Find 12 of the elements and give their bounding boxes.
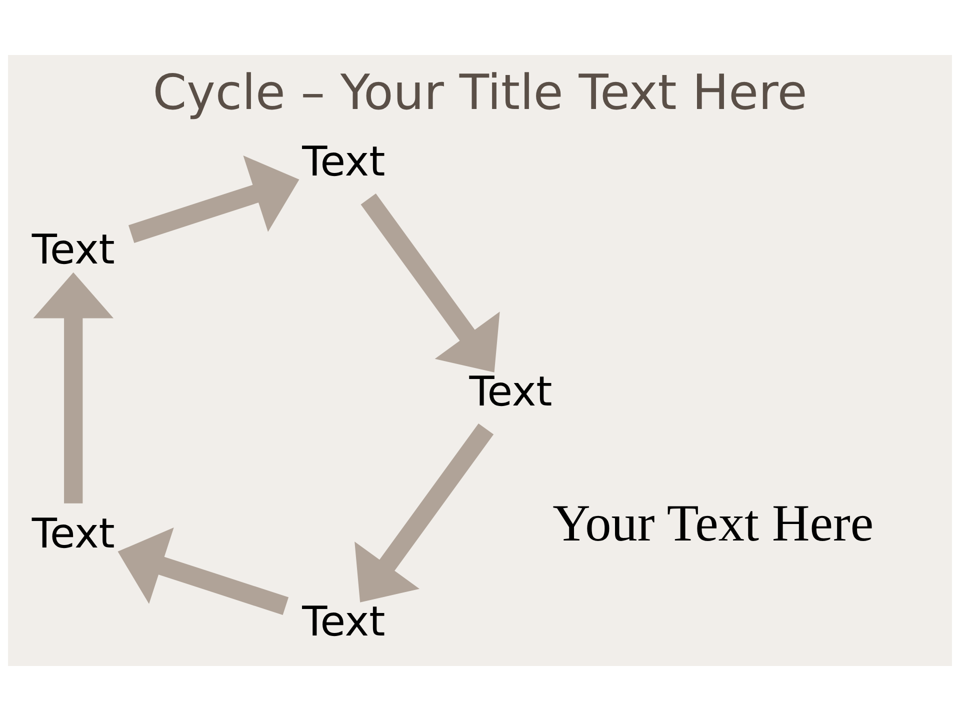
node-text: Text (302, 596, 386, 645)
node-text: Text (469, 366, 552, 415)
arrow (354, 422, 494, 602)
node-text: Text (32, 224, 115, 273)
arrow (118, 527, 289, 614)
diagram-title: Cycle – Your Title Text Here (152, 64, 808, 120)
arrow (360, 193, 500, 372)
arrow (128, 155, 300, 242)
node-text: Text (302, 137, 386, 186)
arrow (33, 272, 114, 503)
node-text: Your Text Here (552, 494, 874, 552)
node-text: Text (32, 509, 115, 558)
